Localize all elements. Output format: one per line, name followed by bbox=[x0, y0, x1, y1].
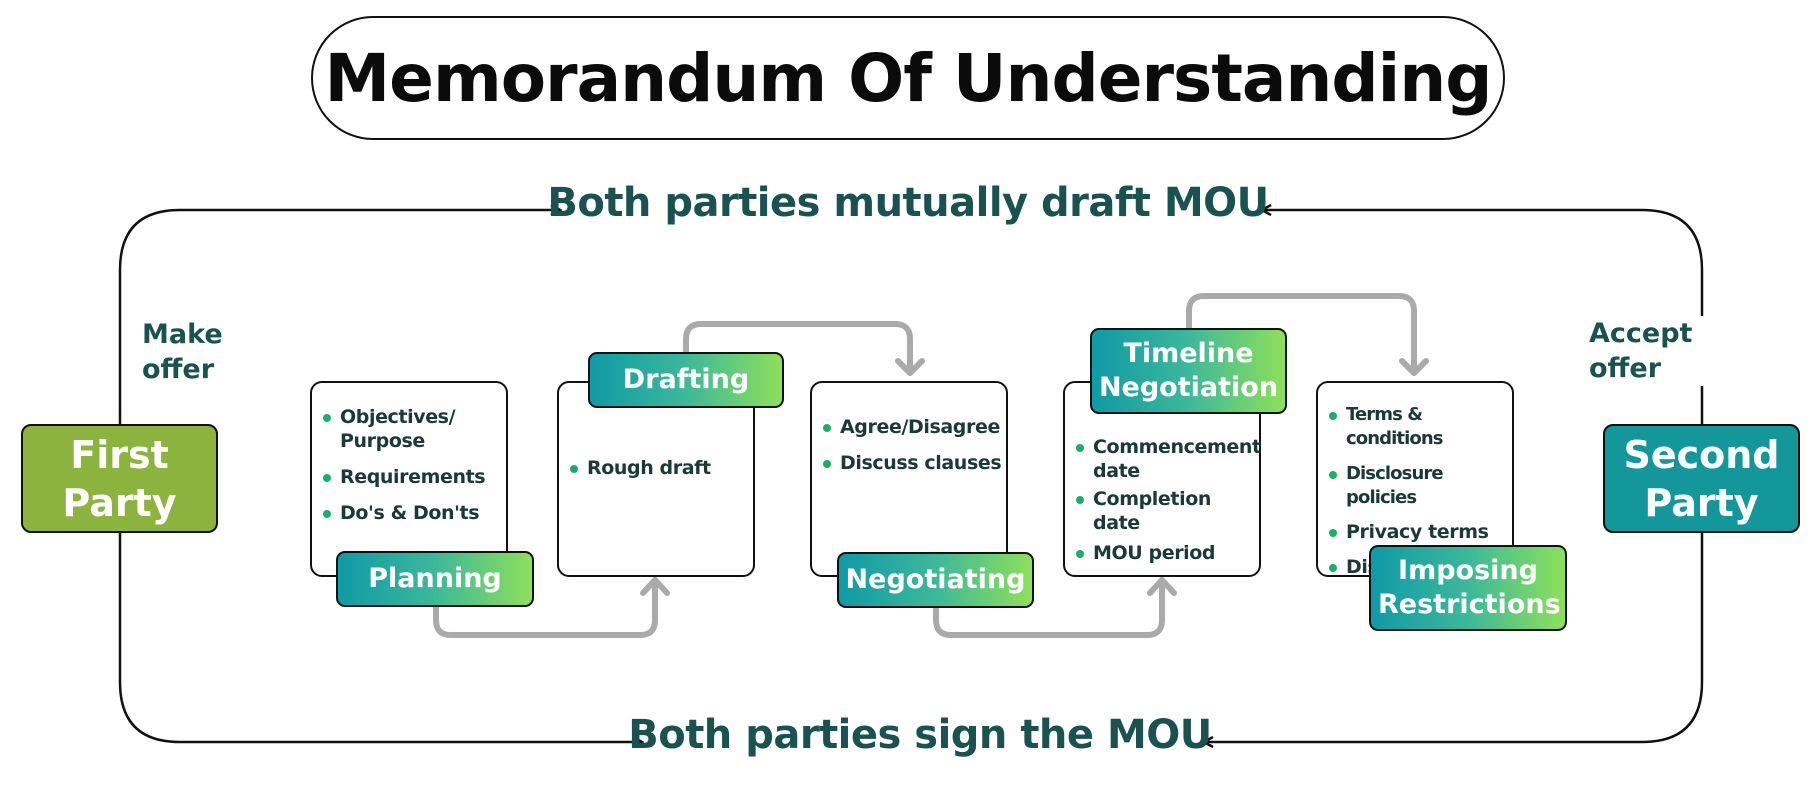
bullet-icon bbox=[1076, 550, 1084, 558]
first-party-label: First Party bbox=[62, 432, 177, 525]
list-item: MOU period bbox=[1075, 541, 1255, 565]
list-item: Objectives/ Purpose bbox=[322, 405, 502, 453]
bullet-icon bbox=[1329, 471, 1337, 479]
bullet-icon bbox=[1076, 444, 1084, 452]
list-item: Requirements bbox=[322, 465, 502, 489]
outer-loop-left-bottom bbox=[118, 533, 642, 742]
accept-offer-note: Accept offer bbox=[1589, 316, 1709, 386]
outer-loop-left-top bbox=[118, 210, 560, 424]
bullet-icon bbox=[823, 424, 831, 432]
bullet-icon bbox=[1329, 412, 1337, 420]
step-timeline-label: Timeline Negotiation bbox=[1098, 338, 1279, 403]
connector-drafting-negotiating bbox=[683, 321, 913, 376]
second-party-label: Second Party bbox=[1623, 432, 1780, 525]
page-title: Memorandum Of Understanding bbox=[324, 39, 1493, 117]
planning-items: Objectives/ Purpose Requirements Do's & … bbox=[322, 405, 502, 537]
arrowhead-down-2 bbox=[1399, 358, 1429, 376]
list-item: Privacy terms bbox=[1328, 520, 1508, 544]
bullet-icon bbox=[323, 474, 331, 482]
step-imposing-restrictions: Imposing Restrictions bbox=[1369, 545, 1567, 631]
outer-loop-right-bottom bbox=[1204, 533, 1704, 742]
list-item: Completion date bbox=[1075, 487, 1255, 535]
second-party-box: Second Party bbox=[1603, 424, 1800, 533]
step-restrictions-label: Imposing Restrictions bbox=[1378, 555, 1561, 620]
arrowhead-up-2 bbox=[1147, 577, 1177, 596]
list-item: Commencement date bbox=[1075, 435, 1261, 483]
make-offer-note: Make offer bbox=[142, 317, 252, 387]
bullet-icon bbox=[823, 460, 831, 468]
bullet-icon bbox=[1076, 496, 1084, 504]
bullet-icon bbox=[1329, 529, 1337, 537]
connector-planning-drafting bbox=[433, 577, 658, 638]
bullet-icon bbox=[323, 510, 331, 518]
step-timeline-negotiation: Timeline Negotiation bbox=[1090, 328, 1287, 414]
drafting-card: Rough draft bbox=[557, 381, 755, 577]
list-item: Discuss clauses bbox=[822, 451, 1002, 475]
flow-top-label: Both parties mutually draft MOU bbox=[547, 180, 1269, 226]
step-negotiating: Negotiating bbox=[837, 552, 1034, 608]
timeline-items: Commencement date Completion date MOU pe… bbox=[1075, 435, 1261, 577]
list-item: Do's & Don'ts bbox=[322, 501, 502, 525]
title-pill: Memorandum Of Understanding bbox=[311, 16, 1505, 140]
flow-bottom-label: Both parties sign the MOU bbox=[628, 712, 1212, 758]
drafting-items: Rough draft bbox=[569, 456, 749, 492]
arrowhead-down-1 bbox=[895, 358, 925, 376]
connector-timeline-restrictions bbox=[1186, 293, 1417, 376]
list-item: Rough draft bbox=[569, 456, 749, 480]
list-item: Agree/Disagree bbox=[822, 415, 1002, 439]
bullet-icon bbox=[323, 414, 331, 422]
negotiating-items: Agree/Disagree Discuss clauses bbox=[822, 415, 1002, 487]
bullet-icon bbox=[1329, 564, 1337, 572]
planning-card: Objectives/ Purpose Requirements Do's & … bbox=[310, 381, 508, 577]
step-planning: Planning bbox=[336, 551, 534, 607]
bullet-icon bbox=[570, 465, 578, 473]
first-party-box: First Party bbox=[21, 424, 218, 533]
list-item: Terms & conditions bbox=[1328, 403, 1508, 451]
negotiating-card: Agree/Disagree Discuss clauses bbox=[810, 381, 1008, 577]
list-item: Disclosure policies bbox=[1328, 462, 1508, 510]
step-drafting: Drafting bbox=[588, 352, 784, 408]
connector-negotiating-timeline bbox=[933, 577, 1165, 638]
arrowhead-up-1 bbox=[640, 577, 670, 596]
outer-loop-right-top bbox=[1262, 210, 1704, 424]
